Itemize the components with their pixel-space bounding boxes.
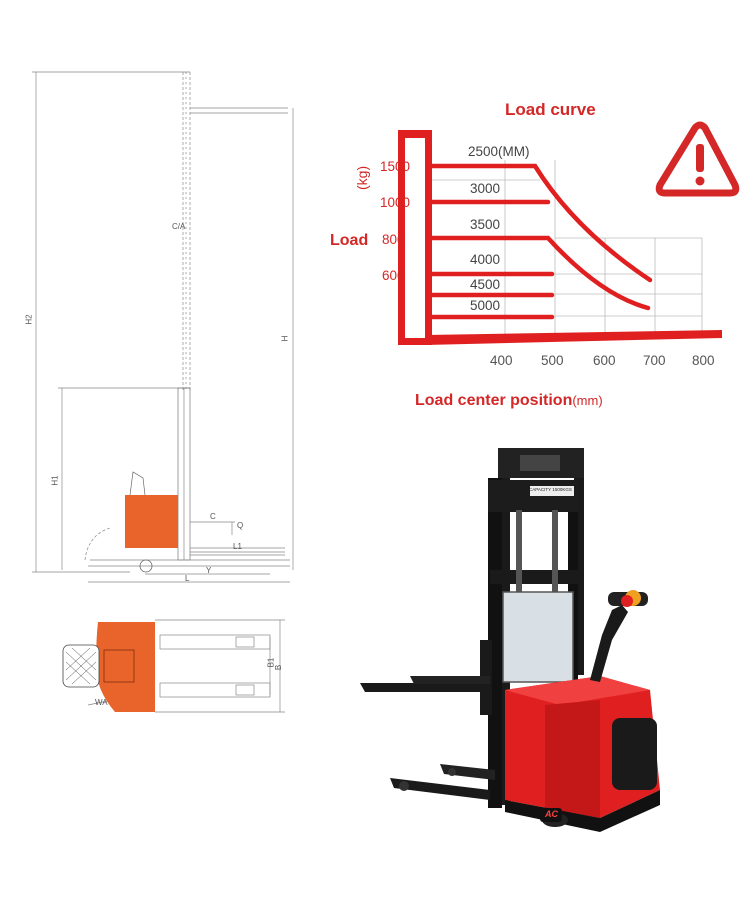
curve-label-5000: 5000 — [470, 298, 501, 313]
load-curve-title: Load curve — [505, 100, 596, 119]
dim-q: Q — [237, 521, 244, 530]
y-tick-600: 600 — [382, 268, 405, 283]
capacity-plate: CAPACITY 1500KGS — [529, 487, 572, 492]
dim-y: Y — [206, 566, 212, 575]
y-tick-1500: 1500 — [380, 159, 411, 174]
y-tick-1000: 1000 — [380, 195, 411, 210]
ac-badge: AC — [545, 809, 558, 819]
truck-body-side — [125, 495, 178, 548]
curve-label-2500: 2500(MM) — [468, 144, 530, 159]
load-curve-x-title: Load center position(mm) — [415, 392, 603, 410]
curve-2500 — [427, 163, 653, 283]
curve-label-3500: 3500 — [470, 217, 501, 232]
curve-label-3000: 3000 — [470, 181, 501, 196]
curve-label-4500: 4500 — [470, 277, 501, 292]
x-tick-600: 600 — [593, 353, 616, 368]
dim-c: C — [210, 512, 216, 521]
truck-body-top — [96, 622, 155, 712]
y-tick-800: 800 — [382, 232, 405, 247]
x-axis-arrow — [425, 330, 722, 345]
x-title-unit: (mm) — [572, 393, 603, 408]
x-tick-500: 500 — [541, 353, 564, 368]
dim-l: L — [185, 574, 190, 583]
curve-3500 — [427, 235, 651, 311]
x-tick-400: 400 — [490, 353, 513, 368]
curve-label-4000: 4000 — [470, 252, 501, 267]
dim-ca: C/A — [172, 222, 186, 231]
dim-l1: L1 — [233, 542, 242, 551]
dim-wa: WA — [95, 698, 108, 707]
x-tick-700: 700 — [643, 353, 666, 368]
x-tick-800: 800 — [692, 353, 715, 368]
x-title-text: Load center position — [415, 392, 573, 409]
load-curve-y-title: Load — [330, 232, 369, 249]
